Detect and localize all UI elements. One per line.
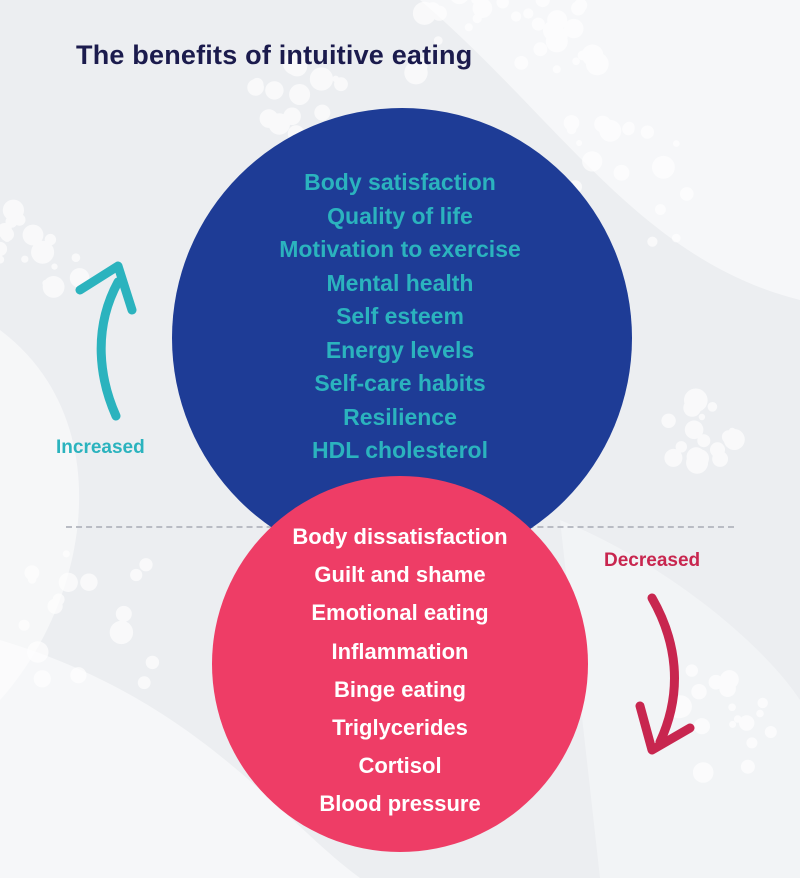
increased-label: Increased (56, 437, 145, 458)
decreased-item: Binge eating (333, 676, 466, 702)
increased-item: Self-care habits (314, 370, 486, 396)
decreased-item: Blood pressure (319, 791, 481, 817)
decreased-item: Emotional eating (311, 600, 489, 626)
page-title: The benefits of intuitive eating (76, 40, 473, 70)
increased-list: Body satisfaction Quality of life Motiva… (200, 166, 600, 468)
decreased-item: Guilt and shame (314, 562, 486, 588)
increased-item: Self esteem (336, 303, 464, 329)
decreased-item: Inflammation (331, 638, 469, 664)
decreased-item: Cortisol (358, 753, 442, 779)
increased-item: Resilience (343, 403, 457, 430)
increased-item: HDL cholesterol (312, 437, 488, 463)
decreased-item: Body dissatisfaction (292, 524, 508, 549)
decreased-circle (212, 476, 588, 852)
decreased-list: Body dissatisfaction Guilt and shame Emo… (200, 518, 600, 824)
decreased-label: Decreased (604, 550, 701, 571)
increased-item: Mental health (326, 269, 474, 296)
decreased-item: Triglycerides (332, 715, 468, 741)
increased-item: Quality of life (327, 202, 473, 229)
increased-item: Motivation to exercise (279, 236, 521, 262)
increased-item: Body satisfaction (304, 169, 496, 195)
increased-item: Energy levels (325, 336, 475, 363)
